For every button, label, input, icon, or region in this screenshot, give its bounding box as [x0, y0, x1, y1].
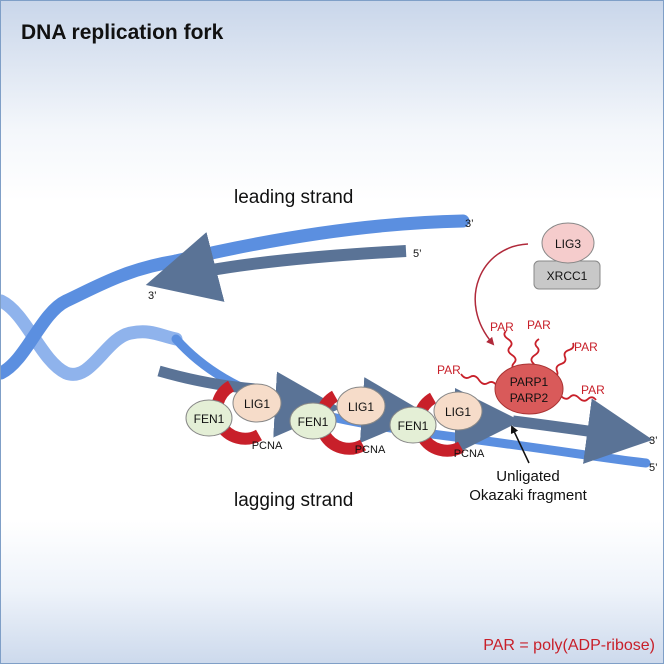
- xrcc1-label: XRCC1: [547, 269, 588, 283]
- lig3-protein: [541, 222, 595, 264]
- fen1-protein: [289, 402, 337, 440]
- pcna-label: PCNA: [454, 448, 485, 460]
- unligated-label-line2: Okazaki fragment: [469, 487, 587, 504]
- parp1-label: PARP1: [510, 375, 549, 389]
- par-chain: [560, 394, 597, 402]
- replication-complex-1: LIG1 FEN1 PCNA: [185, 380, 283, 452]
- par-label: PAR: [527, 318, 551, 332]
- helix-strand-front: [1, 254, 183, 380]
- fen1-protein: [389, 406, 437, 444]
- lagging-5prime-label: 5’: [649, 462, 658, 474]
- leading-new-strand-arrow: [145, 232, 407, 302]
- lig3-xrcc1-complex: XRCC1 LIG3: [533, 222, 601, 290]
- lig1-label: LIG1: [445, 405, 471, 419]
- lagging-3prime-label: 3’: [649, 435, 658, 447]
- par-chain: [503, 330, 517, 372]
- lig1-protein: [433, 391, 483, 431]
- par-chain: [460, 373, 498, 387]
- par-chains: [460, 330, 597, 402]
- lig1-protein: [232, 383, 282, 423]
- leading-arrow-3prime-label: 3’: [148, 290, 157, 302]
- template-5prime-label: 5’: [413, 248, 422, 260]
- lig3-label: LIG3: [555, 237, 581, 251]
- recruitment-arrow: [474, 243, 529, 346]
- par-footnote: PAR = poly(ADP-ribose): [483, 637, 655, 654]
- unligated-pointer-arrow: [510, 425, 530, 464]
- par-label: PAR: [490, 320, 514, 334]
- par-chain: [552, 342, 575, 379]
- unligated-label-line1: Unligated: [496, 468, 559, 485]
- leading-3prime-label: 3’: [465, 218, 474, 230]
- diagram-title: DNA replication fork: [21, 21, 224, 44]
- pcna-label: PCNA: [252, 440, 283, 452]
- replication-complex-2: LIG1 FEN1 PCNA: [289, 386, 386, 456]
- lig1-protein: [336, 386, 386, 426]
- parp2-label: PARP2: [510, 391, 549, 405]
- okazaki-fragment-5: [512, 398, 653, 464]
- double-helix: [1, 254, 183, 381]
- par-label: PAR: [574, 340, 598, 354]
- lig1-label: LIG1: [348, 400, 374, 414]
- pcna-label: PCNA: [355, 444, 386, 456]
- replication-complex-3: LIG1 FEN1 PCNA: [389, 391, 485, 460]
- par-label: PAR: [581, 383, 605, 397]
- parp-protein: PARP1 PARP2: [494, 363, 564, 415]
- parp-blob: [494, 363, 564, 415]
- lagging-strand-label: lagging strand: [234, 490, 354, 511]
- leading-strand-label: leading strand: [234, 187, 354, 208]
- fen1-label: FEN1: [194, 412, 225, 426]
- fen1-label: FEN1: [398, 419, 429, 433]
- okazaki-fragment-1: [157, 365, 257, 395]
- fen1-label: FEN1: [298, 415, 329, 429]
- fen1-protein: [185, 399, 233, 437]
- par-label: PAR: [437, 363, 461, 377]
- lig1-label: LIG1: [244, 397, 270, 411]
